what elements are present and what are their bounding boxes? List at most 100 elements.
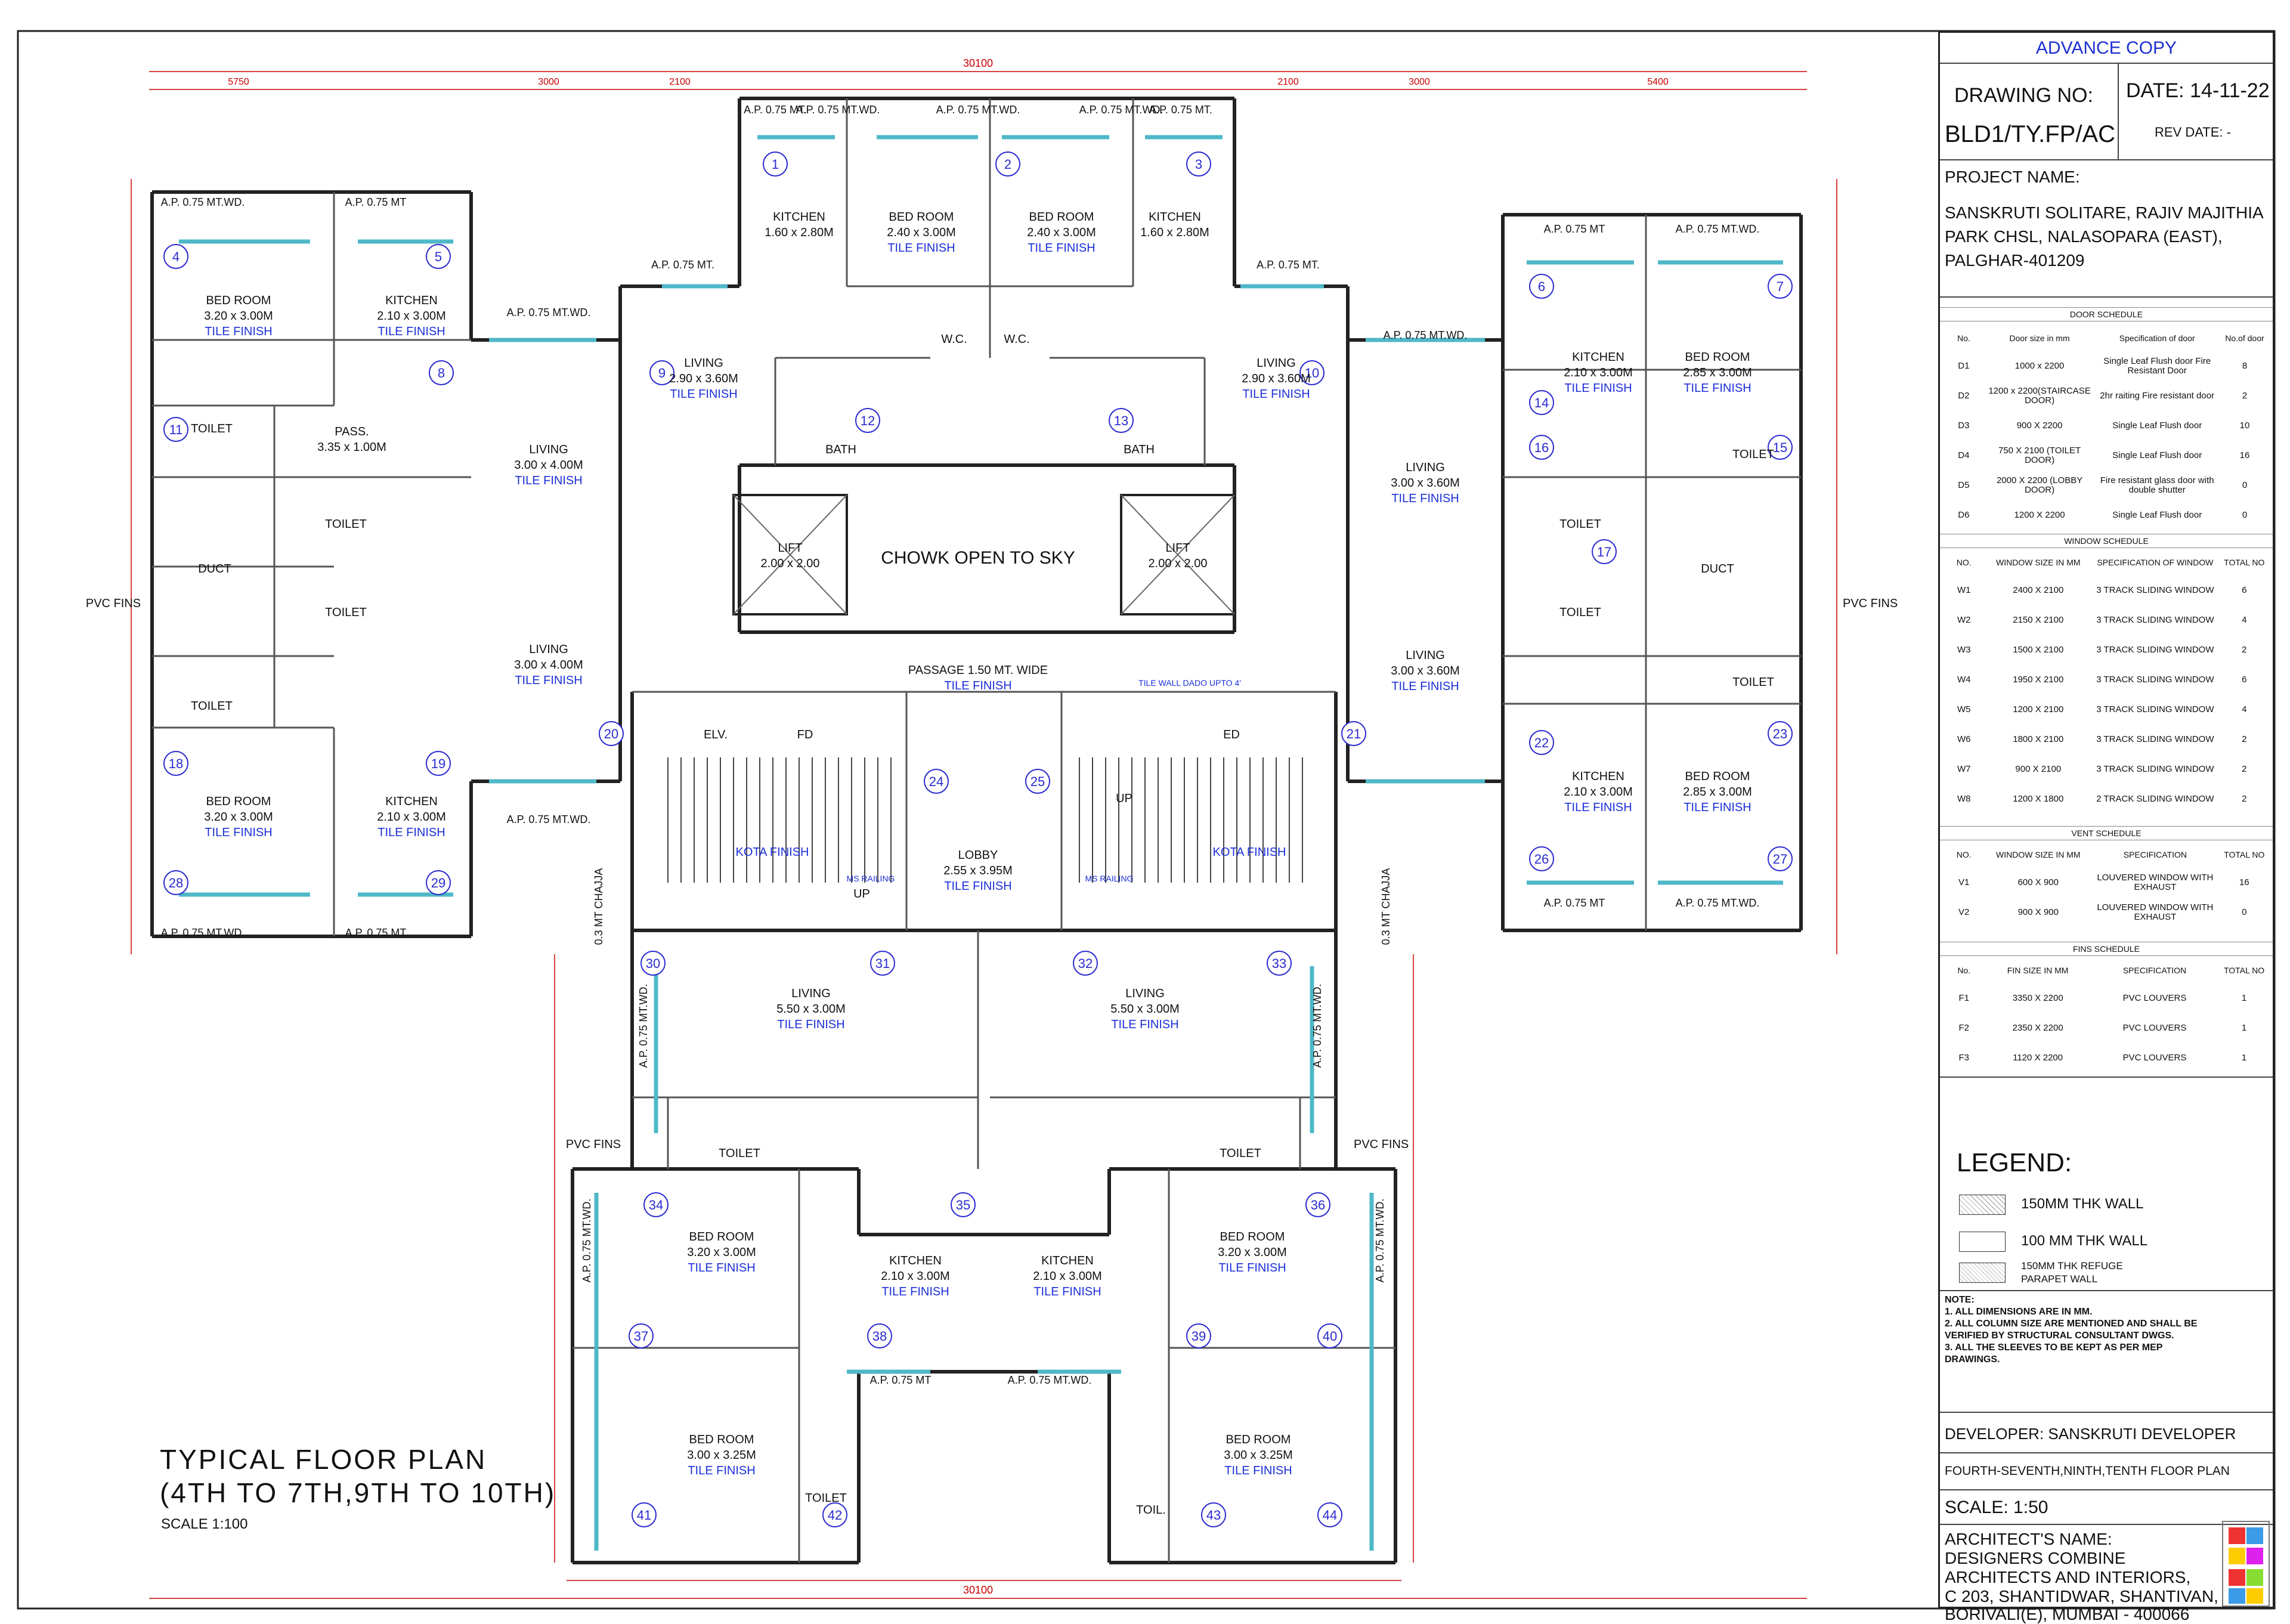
column-marker-icon bbox=[1109, 408, 1134, 433]
table-cell: 2 TRACK SLIDING WINDOW bbox=[2096, 794, 2214, 804]
column-marker-icon bbox=[995, 151, 1020, 177]
column-number: 3 bbox=[1195, 157, 1202, 172]
column-marker-icon bbox=[643, 1192, 669, 1217]
column-number: 19 bbox=[431, 756, 445, 771]
small-label: TOILET bbox=[325, 606, 367, 619]
room-label: TILE FINISH bbox=[1028, 242, 1095, 255]
parapet-label: A.P. 0.75 MT.WD. bbox=[507, 813, 591, 825]
table-cell: LOUVERED WINDOW WITH EXHAUST bbox=[2097, 873, 2214, 892]
table-cell: SPECIFICATION OF WINDOW bbox=[2097, 558, 2214, 567]
rev-date: REV DATE: - bbox=[2155, 125, 2231, 140]
room-label: TILE FINISH bbox=[377, 325, 445, 338]
table-cell: 2 bbox=[2242, 645, 2247, 655]
passage-finish: TILE FINISH bbox=[944, 679, 1011, 692]
room-label: 2.10 x 3.00M bbox=[377, 811, 446, 824]
column-marker-icon bbox=[1529, 730, 1554, 755]
lobby-label: LOBBY bbox=[958, 849, 998, 862]
small-label: TILE WALL DADO UPTO 4' bbox=[1138, 678, 1241, 688]
room-label: LIVING bbox=[791, 987, 831, 1000]
parapet-label: A.P. 0.75 MT.WD. bbox=[796, 104, 880, 116]
room-label: LIFT bbox=[778, 542, 802, 555]
small-label: TOILET bbox=[805, 1492, 847, 1505]
room-label: 2.10 x 3.00M bbox=[1564, 366, 1633, 379]
column-number: 24 bbox=[929, 774, 943, 789]
parapet-label: A.P. 0.75 MT.WD. bbox=[1676, 897, 1760, 909]
table-cell: 16 bbox=[2239, 877, 2249, 887]
column-number: 13 bbox=[1114, 413, 1128, 428]
table-cell: 750 X 2100 (TOILET DOOR) bbox=[1998, 446, 2081, 465]
table-cell: PVC LOUVERS bbox=[2122, 993, 2187, 1003]
table-cell: 0 bbox=[2242, 480, 2248, 490]
room-label: TILE FINISH bbox=[1684, 382, 1751, 395]
table-cell: Specification of door bbox=[2119, 333, 2195, 343]
floors: FOURTH-SEVENTH,NINTH,TENTH FLOOR PLAN bbox=[1945, 1464, 2230, 1478]
table-cell: F1 bbox=[1958, 993, 1969, 1003]
column-marker-icon bbox=[640, 951, 666, 976]
column-number: 39 bbox=[1192, 1329, 1206, 1344]
room-label: TILE FINISH bbox=[205, 325, 272, 338]
room-label: TILE FINISH bbox=[1564, 801, 1632, 814]
legend-swatch-refuge bbox=[1959, 1263, 2006, 1283]
table-cell: SPECIFICATION bbox=[2123, 850, 2187, 859]
column-marker-icon bbox=[924, 769, 949, 794]
table-cell: 10 bbox=[2239, 420, 2250, 431]
table-cell: 1500 X 2100 bbox=[2013, 645, 2064, 655]
small-label: MS RAILING bbox=[847, 874, 895, 883]
table-cell: 2 bbox=[2242, 794, 2247, 804]
project-line-2: PARK CHSL, NALASOPARA (EAST), bbox=[1945, 227, 2223, 246]
table-cell: W7 bbox=[1957, 764, 1971, 774]
table-cell: FIN SIZE IN MM bbox=[2007, 966, 2069, 975]
column-number: 17 bbox=[1597, 545, 1611, 559]
lift-shaft-1 bbox=[732, 494, 848, 615]
table-cell: 3 TRACK SLIDING WINDOW bbox=[2096, 645, 2214, 655]
top-dimension: 3000 bbox=[1409, 77, 1430, 87]
table-cell: 0 bbox=[2242, 907, 2247, 917]
room-label: 5.50 x 3.00M bbox=[1110, 1003, 1180, 1016]
parapet-label-vertical: A.P. 0.75 MT.WD. bbox=[638, 984, 649, 1068]
table-cell: 3 TRACK SLIDING WINDOW bbox=[2096, 615, 2214, 625]
overall-dimension: 30100 bbox=[963, 57, 993, 69]
room-label: LIFT bbox=[1165, 542, 1190, 555]
room-label: 3.00 x 4.00M bbox=[514, 459, 583, 472]
table-cell: 16 bbox=[2239, 450, 2250, 460]
room-label: TILE FINISH bbox=[515, 674, 582, 687]
architect-logo-icon bbox=[2222, 1521, 2270, 1607]
table-cell: 1 bbox=[2241, 1053, 2247, 1063]
table-cell: WINDOW SIZE IN MM bbox=[1996, 850, 2081, 859]
column-number: 11 bbox=[169, 422, 183, 437]
table-cell: 2350 X 2200 bbox=[2012, 1023, 2063, 1033]
architect-row: ARCHITECT'S NAME: DESIGNERS COMBINE ARCH… bbox=[1940, 1521, 2273, 1623]
legend-swatch-100 bbox=[1959, 1232, 2006, 1252]
room-label: KITCHEN bbox=[1572, 770, 1624, 783]
window-schedule-title: WINDOW SCHEDULE bbox=[1940, 534, 2273, 548]
column-marker-icon bbox=[1768, 435, 1793, 460]
room-label: KITCHEN bbox=[1572, 351, 1624, 364]
room-label: TILE FINISH bbox=[1033, 1285, 1101, 1298]
table-cell: 600 X 900 bbox=[2017, 877, 2059, 887]
room-label: 3.00 x 3.60M bbox=[1391, 664, 1460, 678]
table-cell: 1800 X 2100 bbox=[2013, 734, 2064, 744]
column-number: 31 bbox=[875, 956, 890, 971]
parapet-label-vertical: A.P. 0.75 MT.WD. bbox=[581, 1199, 593, 1283]
parapet-label: A.P. 0.75 MT bbox=[870, 1374, 932, 1386]
table-cell: 1200 X 2200 bbox=[2014, 510, 2065, 520]
table-cell: 6 bbox=[2242, 585, 2247, 595]
column-marker-icon bbox=[426, 751, 451, 776]
table-cell: D3 bbox=[1958, 420, 1970, 431]
room-label: 2.40 x 3.00M bbox=[1027, 226, 1096, 239]
advance-copy-row: ADVANCE COPY bbox=[1940, 33, 2273, 64]
table-cell: 900 X 900 bbox=[2017, 907, 2059, 917]
table-cell: F2 bbox=[1958, 1023, 1969, 1033]
small-label: TOILET bbox=[719, 1147, 760, 1160]
room-label: BED ROOM bbox=[689, 1433, 754, 1446]
column-marker-icon bbox=[426, 244, 451, 269]
legend-parapet: PARAPET WALL bbox=[2021, 1273, 2098, 1285]
